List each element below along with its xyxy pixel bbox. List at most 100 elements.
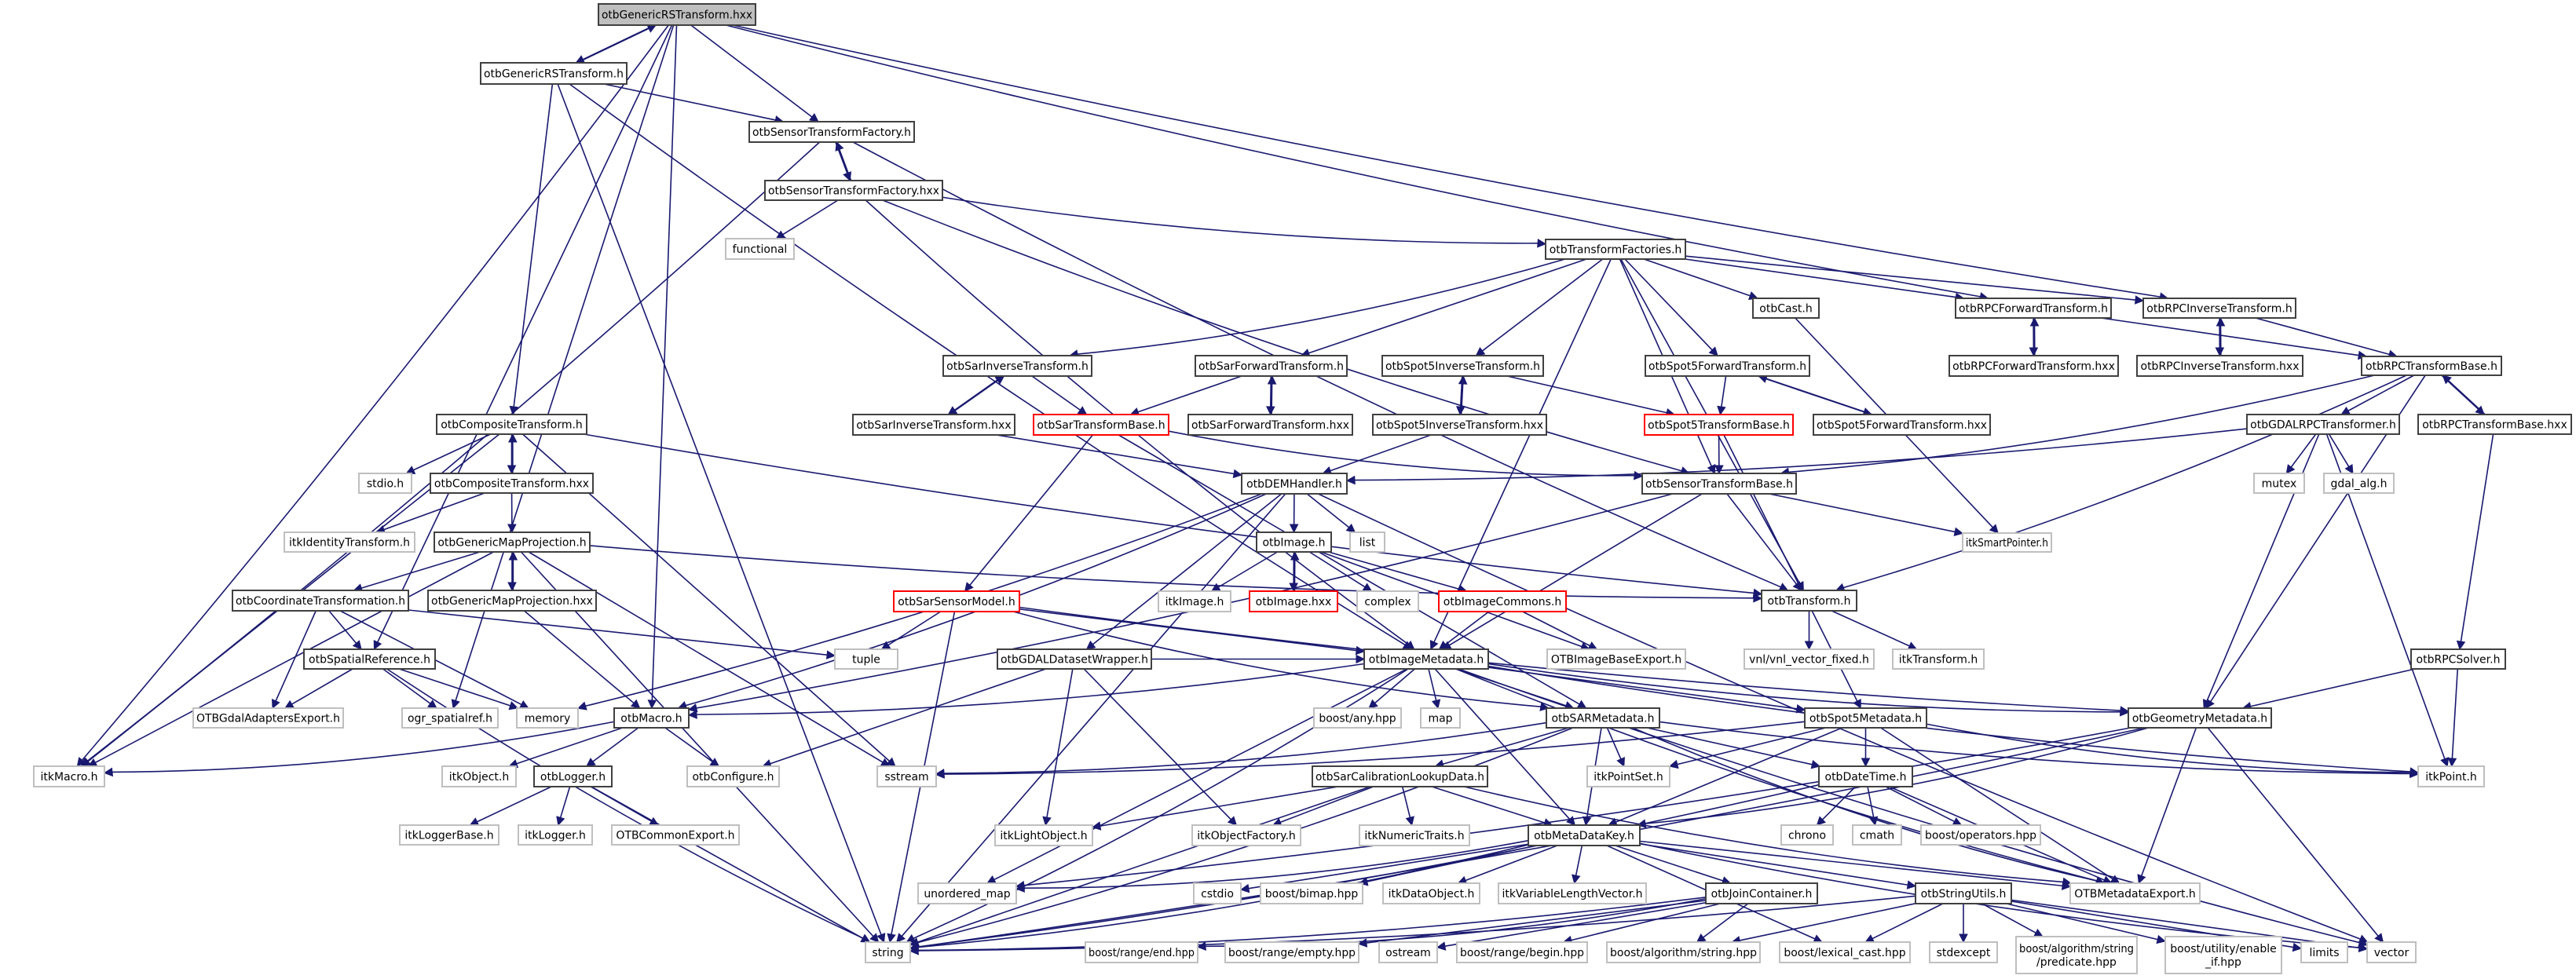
- node-label: string: [872, 947, 903, 959]
- edge-otbtransformfactories-h-to-otbimagemetadata-h: [1429, 258, 1612, 651]
- arrowhead-icon: [2029, 316, 2040, 327]
- edge-line: [1872, 903, 1944, 940]
- node-box: [1378, 941, 1438, 963]
- edge-line: [1318, 493, 2361, 940]
- arrowhead-icon: [1290, 550, 1300, 561]
- node-otbgenericmapprojection-hxx[interactable]: otbGenericMapProjection.hxx: [427, 590, 597, 612]
- node-otbspot5metadata-h[interactable]: otbSpot5Metadata.h: [1804, 707, 1927, 729]
- arrowhead-icon: [887, 933, 896, 944]
- node-otbdatetime-h[interactable]: otbDateTime.h: [1818, 765, 1913, 787]
- node-box: [1224, 941, 1359, 963]
- node-label: otbSensorTransformBase.h: [1645, 478, 1793, 491]
- node-otbgeometrymetadata-h[interactable]: otbGeometryMetadata.h: [2128, 707, 2272, 729]
- node-otbspatialreference-h[interactable]: otbSpatialReference.h: [303, 648, 436, 670]
- node-otbdemhandler-h[interactable]: otbDEMHandler.h: [1241, 473, 1348, 495]
- node-label: otbSarForwardTransform.hxx: [1191, 419, 1349, 432]
- node-otbsensortransformfactory-h[interactable]: otbSensorTransformFactory.h: [748, 121, 915, 143]
- node-label: otbCompositeTransform.h: [441, 419, 583, 432]
- node-label: itkImage.h: [1165, 596, 1224, 608]
- node-otbjoincontainer-h[interactable]: otbJoinContainer.h: [1705, 882, 1818, 904]
- node-otbspot5forwardtransform-h[interactable]: otbSpot5ForwardTransform.h: [1645, 355, 1810, 377]
- node-otblogger-h[interactable]: otbLogger.h: [533, 765, 613, 787]
- node-otbrpcinversetransform-h[interactable]: otbRPCInverseTransform.h: [2142, 298, 2296, 319]
- node-otbsarforwardtransform-hxx[interactable]: otbSarForwardTransform.hxx: [1187, 414, 1353, 436]
- edge-otbtransformfactories-h-to-otbrpcforwardtransform-h: [1685, 258, 1965, 302]
- node-otbgenericmapprojection-h[interactable]: otbGenericMapProjection.h: [434, 532, 591, 553]
- node-otbsarinversetransform-h[interactable]: otbSarInverseTransform.h: [942, 355, 1092, 377]
- node-otbcoordinatetransformation-h[interactable]: otbCoordinateTransformation.h: [232, 590, 409, 612]
- edge-otbcompositetransform-h-to-otbtransform-h: [584, 433, 1763, 598]
- node-otbrpctransformbase-h[interactable]: otbRPCTransformBase.h: [2361, 356, 2502, 376]
- node-otbsarmetadata-h[interactable]: otbSARMetadata.h: [1546, 707, 1660, 729]
- node-otbgenericrstransform-h[interactable]: otbGenericRSTransform.h: [480, 62, 628, 85]
- edge-line: [2328, 433, 2350, 467]
- edge-line: [1639, 840, 2063, 887]
- node-box: [480, 62, 628, 85]
- edge-line: [969, 434, 1093, 586]
- edge-line: [557, 83, 882, 935]
- arrowhead-icon: [1537, 239, 1547, 248]
- node-otbspot5inversetransform-h[interactable]: otbSpot5InverseTransform.h: [1381, 355, 1544, 377]
- node-otbrpcforwardtransform-h[interactable]: otbRPCForwardTransform.h: [1955, 298, 2112, 319]
- node-box: [2164, 936, 2282, 974]
- node-label: otbRPCForwardTransform.h: [1959, 303, 2108, 316]
- edge-line: [726, 24, 1981, 298]
- node-box: [1256, 532, 1332, 553]
- node-itkpoint-h: itkPoint.h: [2417, 765, 2485, 787]
- node-otbsarsensormodel-h[interactable]: otbSarSensorModel.h: [893, 590, 1020, 612]
- edge-otbgenericrstransform-hxx-to-otbsensortransformfactory-h: [690, 24, 819, 122]
- node-otbgenericrstransform-hxx[interactable]: otbGenericRSTransform.hxx: [598, 3, 756, 26]
- node-otbcompositetransform-h[interactable]: otbCompositeTransform.h: [436, 414, 587, 435]
- arrowhead-icon: [1714, 465, 1724, 475]
- node-otbrpcforwardtransform-hxx[interactable]: otbRPCForwardTransform.hxx: [1948, 355, 2119, 377]
- node-otbimage-hxx[interactable]: otbImage.hxx: [1249, 590, 1338, 612]
- edge-line: [917, 895, 1916, 952]
- node-otbmetadataexport-h: OTBMetadataExport.h: [2069, 882, 2201, 904]
- node-otbrpctransformbase-hxx[interactable]: otbRPCTransformBase.hxx: [2417, 414, 2572, 435]
- arrowhead-icon: [507, 465, 517, 475]
- edge-otbimagemetadata-h-to-map: [1428, 668, 1441, 710]
- node-otbrpcsolver-h[interactable]: otbRPCSolver.h: [2410, 648, 2506, 670]
- node-otbrpcinversetransform-hxx[interactable]: otbRPCInverseTransform.hxx: [2136, 355, 2303, 377]
- node-box: [1249, 590, 1338, 612]
- node-label: otbGDALDatasetWrapper.h: [1001, 654, 1148, 667]
- edge-line: [1168, 430, 1635, 477]
- edge-line: [1019, 608, 1357, 652]
- node-box: [1929, 941, 1998, 963]
- node-otbsarcalibrationlookupdata-h[interactable]: otbSarCalibrationLookupData.h: [1312, 765, 1488, 787]
- node-otbsensortransformfactory-hxx[interactable]: otbSensorTransformFactory.hxx: [764, 180, 943, 201]
- node-otbmetadatakey-h[interactable]: otbMetaDataKey.h: [1528, 824, 1641, 846]
- arrowhead-icon: [2120, 707, 2130, 717]
- node-otbtransformfactories-h[interactable]: otbTransformFactories.h: [1545, 239, 1686, 260]
- node-otbgdaldatasetwrapper-h[interactable]: otbGDALDatasetWrapper.h: [997, 648, 1152, 670]
- node-otbsensortransformbase-h[interactable]: otbSensorTransformBase.h: [1641, 473, 1797, 495]
- node-otbcast-h[interactable]: otbCast.h: [1752, 298, 1820, 319]
- node-otbimagemetadata-h[interactable]: otbImageMetadata.h: [1363, 648, 1489, 670]
- node-otbsartransformbase-h[interactable]: otbSarTransformBase.h: [1033, 414, 1169, 436]
- node-otbspot5forwardtransform-hxx[interactable]: otbSpot5ForwardTransform.hxx: [1813, 414, 1991, 436]
- node-otbmacro-h[interactable]: otbMacro.h: [613, 707, 690, 729]
- node-otbsarinversetransform-hxx[interactable]: otbSarInverseTransform.hxx: [852, 414, 1015, 436]
- node-box: [1498, 882, 1647, 904]
- node-otbspot5transformbase-h[interactable]: otbSpot5TransformBase.h: [1644, 414, 1794, 436]
- node-otbsarforwardtransform-h[interactable]: otbSarForwardTransform.h: [1195, 355, 1348, 377]
- node-otbimagecommons-h[interactable]: otbImageCommons.h: [1438, 590, 1567, 612]
- node-boost-range-end-hpp: boost/range/end.hpp: [1085, 941, 1198, 963]
- node-label: itkSmartPointer.h: [1966, 537, 2048, 550]
- node-label: otbSpatialReference.h: [309, 654, 430, 667]
- node-boost-any-hpp: boost/any.hpp: [1313, 707, 1402, 729]
- node-otbspot5inversetransform-hxx[interactable]: otbSpot5InverseTransform.hxx: [1372, 414, 1547, 436]
- arrowhead-icon: [1404, 640, 1415, 650]
- node-label: memory: [525, 713, 571, 725]
- arrowhead-icon: [1989, 524, 1999, 534]
- edge-line: [1012, 611, 1541, 708]
- node-otbimage-h[interactable]: otbImage.h: [1256, 532, 1332, 553]
- edge-line: [1431, 786, 1546, 824]
- edge-otbsensortransformbase-h-to-itksmartpointer-h: [1769, 493, 1964, 537]
- node-otbstringutils-h[interactable]: otbStringUtils.h: [1915, 882, 2012, 904]
- node-otbgdalrpctransformer-h[interactable]: otbGDALRPCTransformer.h: [2246, 414, 2400, 435]
- node-otbtransform-h[interactable]: otbTransform.h: [1761, 590, 1857, 612]
- node-otbcompositetransform-hxx[interactable]: otbCompositeTransform.hxx: [430, 473, 594, 494]
- edge-line: [592, 727, 639, 762]
- node-otbconfigure-h: otbConfigure.h: [686, 765, 780, 787]
